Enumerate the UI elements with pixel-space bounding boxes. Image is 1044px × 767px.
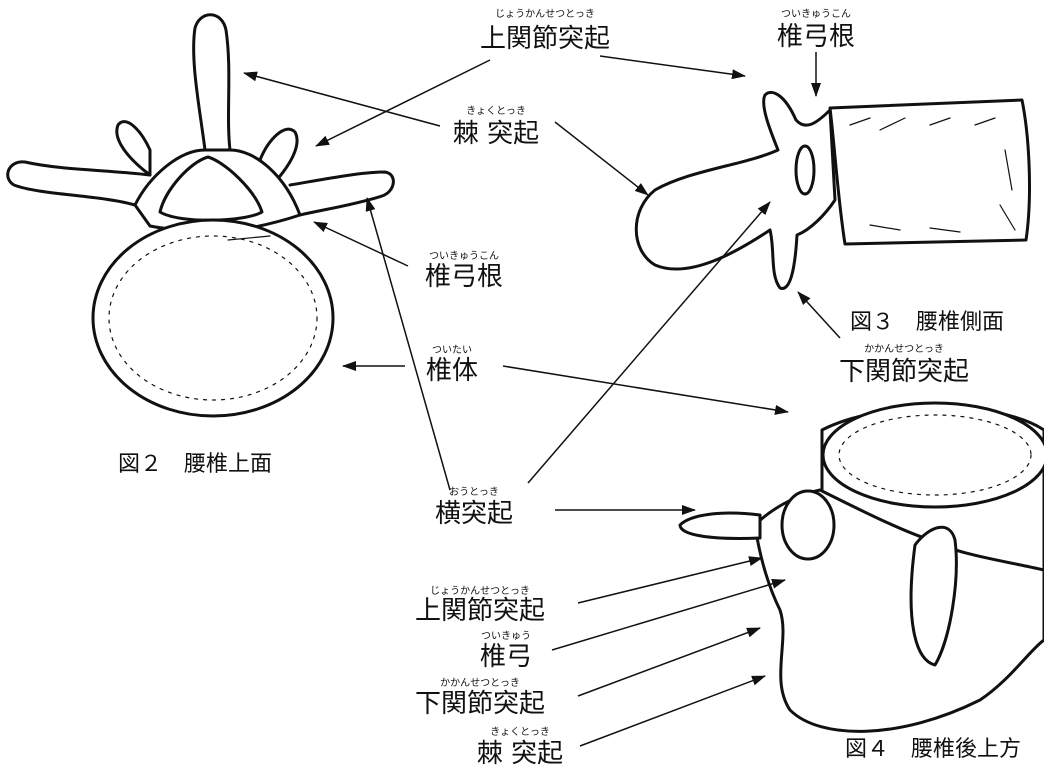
label-body: ついたい 椎体 bbox=[426, 344, 478, 386]
svg-text:棘 突起: 棘 突起 bbox=[477, 739, 563, 767]
svg-text:上関節突起: 上関節突起 bbox=[415, 596, 545, 626]
svg-text:おうとっき: おうとっき bbox=[449, 486, 499, 498]
arrow-superior-articular-bottom bbox=[578, 558, 762, 603]
svg-text:ついきゅうこん: ついきゅうこん bbox=[429, 250, 499, 262]
svg-text:じょうかんせつとっき: じょうかんせつとっき bbox=[495, 8, 595, 20]
caption-fig2: 図２ 腰椎上面 bbox=[118, 452, 272, 477]
arrow-transverse-to-fig2 bbox=[367, 198, 450, 490]
label-spinous-bottom: きょくとっき 棘 突起 bbox=[477, 726, 563, 767]
arrow-inferior-articular-fig3 bbox=[798, 292, 840, 338]
caption-fig4: 図４ 腰椎後上方 bbox=[845, 737, 1021, 762]
label-arch-bottom: ついきゅう 椎弓 bbox=[480, 630, 532, 672]
arrow-spinous-to-fig3 bbox=[555, 122, 648, 195]
fig2-superior-view-drawing bbox=[8, 15, 394, 416]
arrow-body-to-fig4 bbox=[503, 366, 788, 412]
arrow-arch-bottom bbox=[552, 580, 785, 650]
svg-text:ついきゅう: ついきゅう bbox=[481, 630, 531, 642]
svg-text:下関節突起: 下関節突起 bbox=[839, 357, 969, 387]
label-inferior-articular-mid: かかんせつとっき 下関節突起 bbox=[839, 343, 969, 387]
label-superior-articular-top: じょうかんせつとっき 上関節突起 bbox=[480, 8, 610, 54]
svg-text:きょくとっき: きょくとっき bbox=[490, 726, 550, 738]
annotation-arrows bbox=[244, 52, 840, 746]
arrow-inferior-articular-bottom bbox=[578, 628, 760, 696]
label-inferior-articular-bottom: かかんせつとっき 下関節突起 bbox=[415, 677, 545, 719]
fig3-lateral-view-drawing bbox=[636, 92, 1029, 288]
svg-text:ついたい: ついたい bbox=[432, 344, 472, 356]
arrow-spinous-bottom bbox=[580, 676, 765, 746]
svg-text:棘 突起: 棘 突起 bbox=[453, 119, 539, 149]
fig4-posterosuperior-view-drawing bbox=[680, 403, 1044, 731]
label-pedicle-top: ついきゅうこん 椎弓根 bbox=[777, 8, 855, 52]
svg-text:椎弓根: 椎弓根 bbox=[425, 262, 503, 292]
svg-text:ついきゅうこん: ついきゅうこん bbox=[781, 8, 851, 20]
arrow-superior-articular-to-fig3 bbox=[600, 56, 745, 76]
label-spinous-top: きょくとっき 棘 突起 bbox=[453, 105, 539, 149]
svg-text:下関節突起: 下関節突起 bbox=[415, 689, 545, 719]
label-superior-articular-bottom: じょうかんせつとっき 上関節突起 bbox=[415, 585, 545, 626]
caption-fig3: 図３ 腰椎側面 bbox=[850, 310, 1004, 335]
label-transverse: おうとっき 横突起 bbox=[435, 486, 513, 529]
arrow-pedicle-mid bbox=[314, 222, 408, 266]
svg-text:上関節突起: 上関節突起 bbox=[480, 24, 610, 54]
svg-text:きょくとっき: きょくとっき bbox=[466, 105, 526, 117]
svg-text:椎弓根: 椎弓根 bbox=[777, 22, 855, 52]
svg-text:かかんせつとっき: かかんせつとっき bbox=[440, 677, 520, 689]
label-pedicle-mid: ついきゅうこん 椎弓根 bbox=[425, 250, 503, 292]
svg-text:かかんせつとっき: かかんせつとっき bbox=[864, 343, 944, 355]
svg-text:横突起: 横突起 bbox=[435, 499, 513, 529]
svg-text:椎体: 椎体 bbox=[426, 356, 478, 386]
svg-text:椎弓: 椎弓 bbox=[480, 642, 532, 672]
